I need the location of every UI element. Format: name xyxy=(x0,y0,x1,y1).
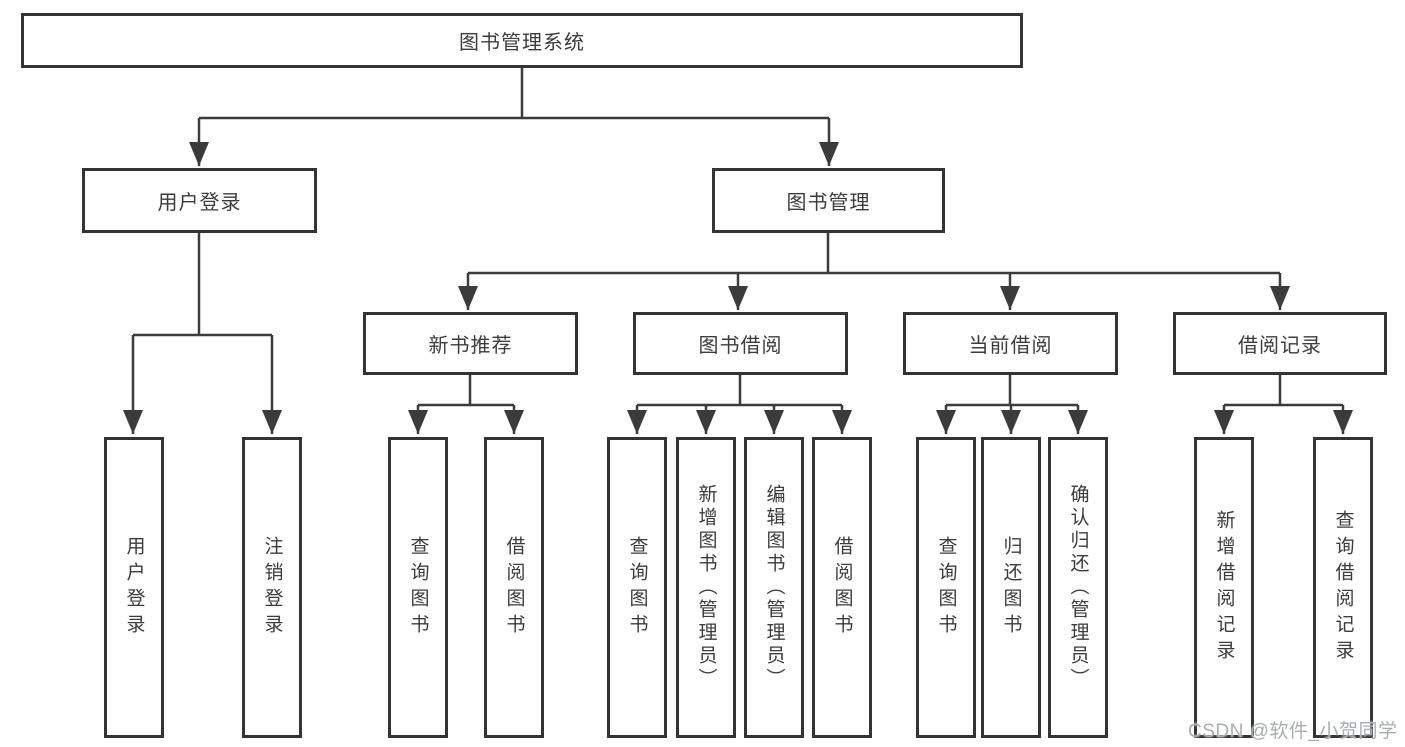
csdn-watermark: CSDN @软件_小贺同学 xyxy=(1188,721,1398,742)
node-label: 查询图书 xyxy=(407,535,429,640)
node-label: 图书借阅 xyxy=(698,335,783,357)
leaf-query-books-recommend: 查询图书 xyxy=(388,437,448,738)
node-label: 编辑图书（管理员） xyxy=(763,484,785,691)
node-library-management-system: 图书管理系统 xyxy=(21,13,1023,68)
connector-book-borrowing-trunk xyxy=(637,375,842,407)
leaf-query-books-current: 查询图书 xyxy=(916,437,976,738)
leaf-edit-book-admin: 编辑图书（管理员） xyxy=(744,437,804,738)
connector-new-book-recommendation-trunk xyxy=(418,375,514,407)
node-book-management: 图书管理 xyxy=(712,168,945,233)
node-label: 用户登录 xyxy=(123,535,145,640)
node-new-book-recommendation: 新书推荐 xyxy=(363,312,578,375)
node-user-login: 用户登录 xyxy=(82,168,317,233)
node-label: 查询图书 xyxy=(935,535,957,640)
node-label: 图书管理系统 xyxy=(459,32,585,54)
leaf-add-borrow-record: 新增借阅记录 xyxy=(1194,437,1254,738)
node-label: 查询借阅记录 xyxy=(1332,509,1354,666)
connector-book-management-trunk xyxy=(468,233,1280,275)
node-label: 借阅图书 xyxy=(503,535,525,640)
node-label: 借阅图书 xyxy=(831,535,853,640)
node-label: 用户登录 xyxy=(157,192,242,214)
leaf-add-book-admin: 新增图书（管理员） xyxy=(676,437,736,738)
leaf-query-borrow-record: 查询借阅记录 xyxy=(1313,437,1373,738)
leaf-logout: 注销登录 xyxy=(242,437,302,738)
node-label: 注销登录 xyxy=(261,535,283,640)
leaf-query-books-borrowing: 查询图书 xyxy=(607,437,667,738)
leaf-user-login: 用户登录 xyxy=(104,437,164,738)
node-borrowing-records: 借阅记录 xyxy=(1173,312,1387,375)
node-current-borrowing: 当前借阅 xyxy=(903,312,1118,375)
node-label: 新增图书（管理员） xyxy=(695,484,717,691)
node-label: 借阅记录 xyxy=(1238,335,1322,357)
node-label: 确认归还（管理员） xyxy=(1067,484,1089,691)
leaf-confirm-return-admin: 确认归还（管理员） xyxy=(1048,437,1108,738)
node-label: 归还图书 xyxy=(1000,535,1022,640)
node-label: 新书推荐 xyxy=(428,335,513,357)
node-book-borrowing: 图书借阅 xyxy=(633,312,848,375)
connector-current-borrowing-trunk xyxy=(946,375,1078,407)
leaf-return-books: 归还图书 xyxy=(981,437,1041,738)
node-label: 新增借阅记录 xyxy=(1213,509,1235,666)
connector-user-login-trunk xyxy=(133,233,272,337)
node-label: 查询图书 xyxy=(626,535,648,640)
leaf-borrow-books-recommend: 借阅图书 xyxy=(484,437,544,738)
node-label: 当前借阅 xyxy=(968,335,1053,357)
node-label: 图书管理 xyxy=(786,192,871,214)
connector-borrowing-records-trunk xyxy=(1224,375,1343,407)
connector-root-trunk xyxy=(199,68,829,120)
leaf-borrow-books-borrowing: 借阅图书 xyxy=(812,437,872,738)
